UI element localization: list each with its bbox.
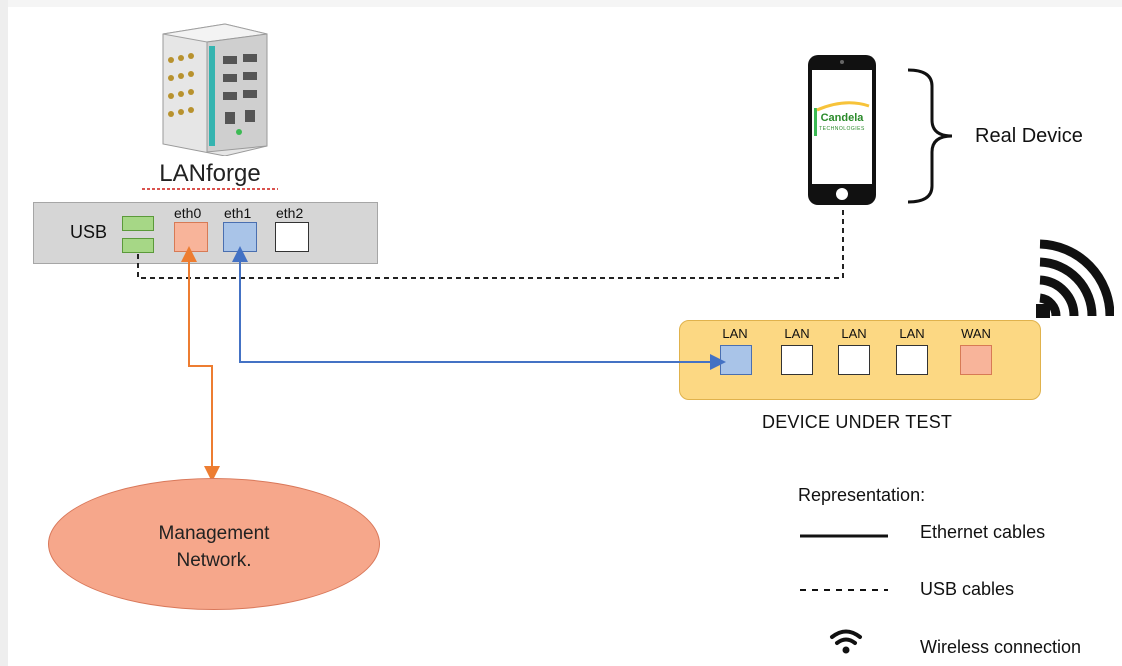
management-line-1: Management [158, 523, 270, 544]
eth2-label: eth2 [276, 205, 304, 221]
dut-lan-port [838, 345, 870, 375]
dut-lan-port [781, 345, 813, 375]
legend-usb-label: USB cables [920, 579, 1015, 599]
dut-port-label: LAN [722, 326, 748, 341]
management-line-2: Network. [176, 550, 252, 571]
eth0-management-cable [181, 246, 220, 482]
eth1-label: eth1 [224, 205, 252, 221]
legend-wireless-label: Wireless connection [920, 637, 1082, 657]
usb-port-2 [122, 238, 154, 253]
left-edge [0, 0, 8, 666]
eth1-dut-cable [232, 246, 726, 370]
dut-lan-port [896, 345, 928, 375]
lanforge-chassis-image [162, 23, 268, 156]
dut-port-label: LAN [899, 326, 925, 341]
phone-logo-text: Candela [820, 112, 864, 124]
dut-port-label: WAN [961, 326, 991, 341]
dut-port-label: LAN [784, 326, 810, 341]
usb-port-1 [122, 216, 154, 231]
wifi-signal-icon [1036, 239, 1114, 318]
dut-port-label: LAN [841, 326, 867, 341]
real-device-brace [907, 68, 953, 204]
real-device-label: Real Device [975, 125, 1083, 147]
management-network-ellipse [48, 478, 380, 610]
lanforge-title: LANforge [140, 160, 280, 190]
phone-icon [808, 55, 876, 205]
phone-logo-subtext: TECHNOLOGIES [819, 126, 865, 132]
usb-cable [137, 206, 844, 279]
legend-title: Representation: [798, 485, 926, 505]
dut-wan-port [960, 345, 992, 375]
legend-wifi-icon [830, 629, 862, 654]
top-edge [8, 0, 1122, 7]
dut-caption: DEVICE UNDER TEST [762, 412, 953, 432]
eth0-label: eth0 [174, 205, 202, 221]
usb-label: USB [70, 222, 108, 242]
management-network-label: Management Network. [48, 520, 380, 574]
legend-ethernet-label: Ethernet cables [920, 522, 1046, 542]
